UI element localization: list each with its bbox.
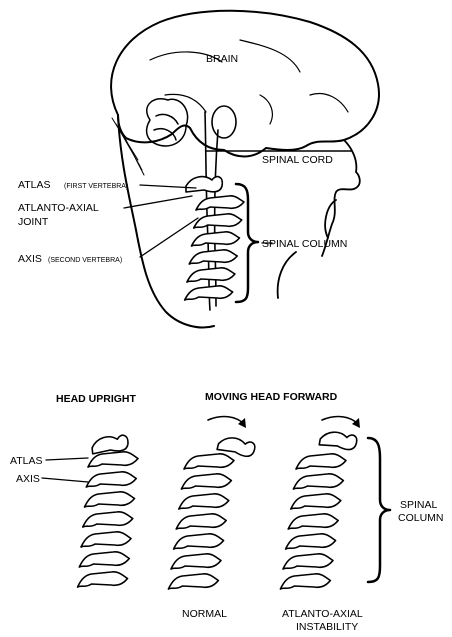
cervical-vertebra — [187, 268, 235, 282]
instability-vertebra — [293, 474, 343, 489]
cervical-vertebra — [196, 196, 244, 210]
spinal-column-brace-bottom — [368, 438, 390, 582]
cerebellum — [147, 99, 188, 146]
forward-arrow-instability — [322, 417, 360, 428]
upright-vertebra — [79, 552, 129, 567]
brain-folds — [150, 40, 348, 124]
normal-vertebra — [179, 494, 229, 509]
upright-vertebra — [85, 492, 135, 507]
instability-vertebra — [283, 554, 333, 569]
label-joint-line2: JOINT — [18, 216, 49, 228]
brain-outline — [111, 11, 379, 157]
cervical-vertebra — [185, 286, 233, 300]
forward-arrow-normal — [208, 417, 246, 428]
cervical-vertebra — [191, 232, 239, 246]
instability-vertebra — [296, 454, 346, 469]
cervical-vertebra — [194, 214, 242, 228]
spine-instability — [280, 430, 357, 589]
label-instability-line2: INSTABILITY — [296, 621, 358, 633]
instability-vertebra — [286, 534, 336, 549]
label-spinal: SPINAL — [400, 499, 438, 511]
label-spinal-column: SPINAL COLUMN — [262, 238, 347, 250]
label-joint-line1: ATLANTO-AXIAL — [18, 202, 99, 214]
label-spinal-cord: SPINAL CORD — [262, 154, 333, 166]
label-atlas: ATLAS — [18, 179, 50, 191]
normal-vertebra — [181, 474, 231, 489]
brain-stem — [205, 112, 210, 310]
instability-vertebra — [288, 514, 338, 529]
label-moving-forward: MOVING HEAD FORWARD — [205, 391, 338, 403]
label-column: COLUMN — [398, 512, 444, 524]
normal-vertebra — [184, 454, 234, 469]
normal-vertebra — [174, 534, 224, 549]
instability-vertebra — [280, 574, 330, 589]
upright-vertebra — [86, 472, 136, 487]
atlas-vertebra-upright — [91, 435, 129, 454]
label-atlas-bottom: ATLAS — [10, 455, 42, 467]
upright-vertebra — [83, 512, 133, 527]
label-normal: NORMAL — [182, 608, 227, 620]
atlas-vertebra-instability — [319, 430, 357, 451]
cervical-vertebra — [189, 250, 237, 264]
label-axis-note: (SECOND VERTEBRA) — [48, 257, 122, 264]
label-brain: BRAIN — [206, 53, 238, 65]
throat-outline — [278, 252, 296, 298]
upright-vertebra — [78, 572, 128, 587]
label-atlas-note: (FIRST VERTEBRA) — [64, 183, 128, 190]
label-axis-bottom: AXIS — [16, 473, 40, 485]
label-instability-line1: ATLANTO-AXIAL — [282, 608, 363, 620]
label-head-upright: HEAD UPRIGHT — [56, 393, 137, 405]
upright-vertebra — [81, 532, 131, 547]
normal-vertebra — [171, 554, 221, 569]
label-axis: AXIS — [18, 253, 42, 265]
upright-vertebra — [88, 452, 138, 467]
normal-vertebra — [176, 514, 226, 529]
spine-normal — [168, 435, 256, 589]
normal-vertebra — [168, 574, 218, 589]
head-illustration — [111, 11, 379, 328]
atlas-vertebra — [186, 177, 222, 192]
instability-vertebra — [291, 494, 341, 509]
